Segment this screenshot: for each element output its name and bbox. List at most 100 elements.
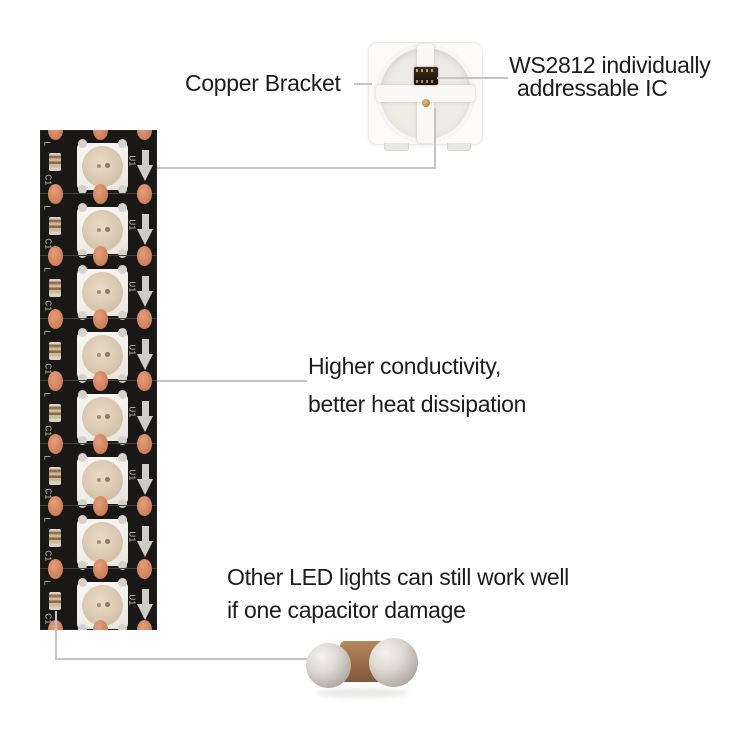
silkscreen-ic-label: U1: [127, 468, 137, 481]
arrow-shaft: [142, 338, 149, 355]
copper-bracket-label: Copper Bracket: [185, 70, 341, 96]
arrow-head: [137, 228, 153, 245]
arrow-shaft: [142, 213, 149, 230]
callout-line-capacitor: [55, 611, 309, 660]
led-leg: [118, 623, 127, 630]
led-segment: L C1 U1: [40, 433, 157, 508]
silkscreen-cap-label: C1: [43, 174, 53, 186]
led-leg: [78, 577, 87, 587]
arrow-head: [137, 541, 153, 557]
arrow-shaft: [142, 588, 149, 605]
smd-capacitor: [49, 591, 61, 610]
conductivity-label: Higher conductivity, better heat dissipa…: [308, 347, 526, 423]
led-leg: [78, 436, 87, 445]
copper-pad: [93, 246, 108, 266]
silkscreen-ic-label: U1: [127, 218, 137, 231]
led-leg: [118, 452, 127, 462]
led-lens: [82, 209, 123, 251]
copper-pad: [137, 620, 152, 630]
led-package: [77, 515, 128, 570]
direction-arrow-icon: [137, 213, 154, 246]
silkscreen-ic-label: U1: [127, 593, 137, 606]
led-leg: [118, 265, 127, 274]
copper-pad: [93, 433, 108, 454]
led-strip-photo: L C1 U1 L C1 U1: [40, 130, 157, 630]
arrow-shaft: [142, 526, 149, 542]
led-lens: [82, 584, 123, 626]
silkscreen-ic-label: U1: [127, 531, 137, 543]
capacitor-note-line1: Other LED lights can still work well: [227, 564, 569, 590]
led-lens: [82, 334, 123, 376]
led-leg: [118, 139, 127, 148]
capacitor-note-label: Other LED lights can still work well if …: [227, 561, 569, 627]
led-package: [77, 139, 128, 194]
led-closeup-photo: [368, 42, 483, 151]
led-leg: [78, 185, 87, 194]
led-segment: L C1 U1: [40, 130, 157, 194]
led-package: [77, 202, 128, 258]
direction-arrow-icon: [137, 401, 154, 433]
led-leg: [78, 498, 87, 508]
led-leg: [118, 498, 127, 508]
led-segment: L C1 U1: [40, 371, 157, 445]
silkscreen-ic-label: U1: [127, 343, 137, 356]
arrow-head: [137, 165, 153, 181]
led-leg: [78, 373, 87, 383]
ws2812-label-line1: WS2812 individually: [509, 52, 711, 78]
lens-cross-horizontal: [376, 85, 475, 102]
ws2812-label-line2: addressable IC: [517, 75, 668, 101]
led-leg: [118, 373, 127, 383]
smd-capacitor: [49, 216, 61, 235]
silkscreen-ic-label: U1: [127, 155, 137, 167]
silkscreen-pad-label: L: [42, 330, 52, 335]
direction-arrow-icon: [137, 150, 154, 182]
led-leg: [78, 561, 87, 570]
led-leg: [118, 185, 127, 194]
smd-capacitor: [49, 404, 61, 422]
led-leg: [118, 436, 127, 445]
led-lens: [82, 272, 123, 313]
copper-pad: [48, 433, 63, 454]
silkscreen-pad-label: L: [42, 580, 52, 585]
ws2812-label: WS2812 individually addressable IC: [509, 52, 711, 101]
led-leg: [118, 577, 127, 587]
led-leg: [78, 623, 87, 630]
led-lens: [82, 146, 123, 187]
led-leg: [118, 561, 127, 570]
led-lens-closeup: [376, 44, 475, 143]
led-lens: [82, 397, 123, 438]
led-leg: [78, 452, 87, 462]
copper-pad: [137, 371, 152, 391]
led-package: [77, 452, 128, 508]
led-leg: [118, 311, 127, 320]
copper-pad: [48, 130, 63, 140]
silkscreen-pad-label: L: [42, 141, 52, 147]
led-leg: [118, 248, 127, 258]
copper-pad: [93, 183, 108, 204]
arrow-head: [137, 353, 153, 370]
copper-pad: [137, 496, 152, 516]
callout-line-strip-to-closeup: [157, 108, 436, 169]
direction-arrow-icon: [137, 526, 154, 558]
ws2812-ic-chip: [414, 67, 438, 85]
copper-pad: [48, 308, 63, 329]
copper-pad: [137, 246, 152, 266]
arrow-shaft: [142, 463, 149, 480]
smd-capacitor: [49, 279, 61, 297]
led-package: [77, 327, 128, 383]
led-segment: L C1 U1: [40, 558, 157, 630]
copper-pad: [93, 620, 108, 630]
led-leg: [118, 327, 127, 337]
smd-capacitor: [49, 341, 61, 360]
led-package: [77, 390, 128, 445]
conductivity-label-line2: better heat dissipation: [308, 391, 527, 417]
capacitor-terminal-left: [306, 643, 351, 688]
led-segment: L C1 U1: [40, 246, 157, 320]
led-lens: [82, 459, 123, 501]
copper-pad: [137, 183, 152, 204]
copper-pad: [48, 183, 63, 204]
callout-line-copper-bracket: [354, 83, 372, 85]
led-leg: [78, 311, 87, 320]
direction-arrow-icon: [137, 463, 154, 496]
arrow-head: [137, 291, 153, 307]
